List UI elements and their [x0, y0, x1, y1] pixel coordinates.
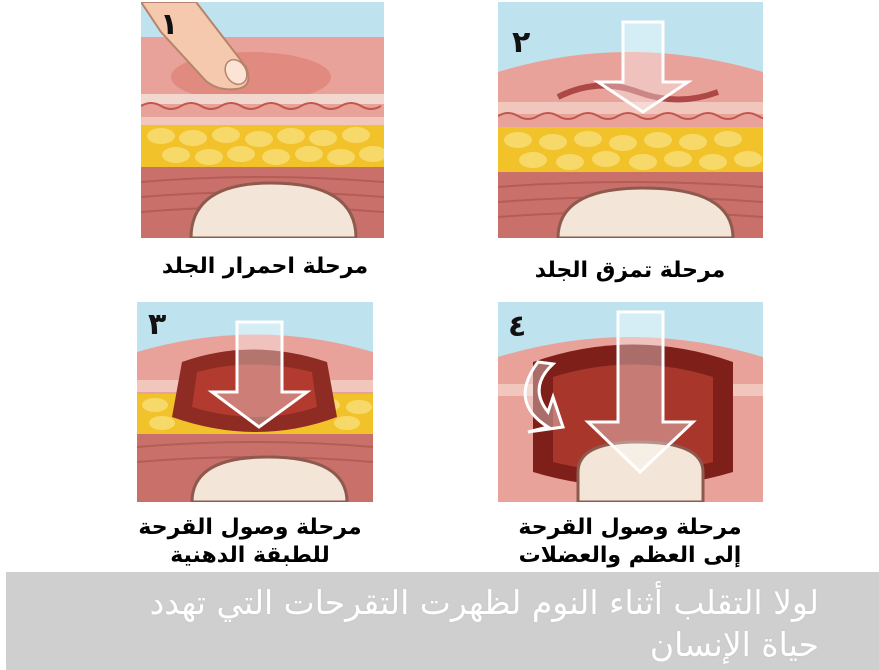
stage-1-caption-line-1: مرحلة احمرار الجلد	[140, 253, 390, 281]
stage-3-illustration	[137, 302, 373, 502]
stage-1-number: ١	[160, 10, 178, 40]
stage-3-caption: مرحلة وصول القرحة للطبقة الدهنية	[110, 514, 390, 570]
stage-3-caption-line-2: للطبقة الدهنية	[110, 542, 390, 570]
bottom-banner: لولا التقلب أثناء النوم لظهرت التقرحات ا…	[6, 572, 879, 670]
banner-text: لولا التقلب أثناء النوم لظهرت التقرحات ا…	[150, 582, 819, 666]
stage-2-number: ٢	[512, 28, 530, 58]
stage-4-caption-line-1: مرحلة وصول القرحة	[490, 514, 770, 542]
stage-4-caption: مرحلة وصول القرحة إلى العظم والعضلات	[490, 514, 770, 570]
stage-1-caption: مرحلة احمرار الجلد	[140, 253, 390, 281]
stage-2-illustration	[498, 2, 763, 238]
stage-4-number: ٤	[508, 312, 526, 342]
stage-4-illustration	[498, 302, 763, 502]
banner-line-1: لولا التقلب أثناء النوم لظهرت التقرحات ا…	[150, 582, 819, 624]
stage-4-caption-line-2: إلى العظم والعضلات	[490, 542, 770, 570]
banner-line-2: حياة الإنسان	[150, 624, 819, 666]
stage-2-caption: مرحلة تمزق الجلد	[500, 257, 760, 285]
stage-3-caption-line-1: مرحلة وصول القرحة	[110, 514, 390, 542]
stage-3-number: ٣	[148, 310, 166, 340]
stage-2-caption-line-1: مرحلة تمزق الجلد	[500, 257, 760, 285]
